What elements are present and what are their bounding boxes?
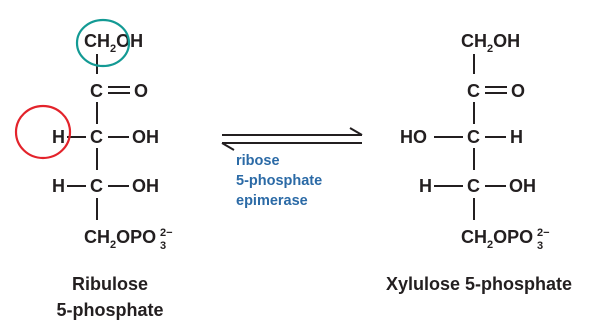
- xylulose-c1-ch2oh: CH2OH: [461, 31, 520, 55]
- ribulose-5-phosphate-structure: CH2OH C O H C OH H C OH CH2OPO 2− 3: [52, 31, 173, 252]
- enzyme-line-1: ribose: [236, 153, 280, 169]
- xylulose-phosphate-charge: 2−: [537, 227, 550, 239]
- ribulose-c4-oh: OH: [132, 176, 159, 196]
- xylulose-c4-carbon: C: [467, 176, 480, 196]
- enzyme-line-3: epimerase: [236, 193, 308, 209]
- highlight-circle-red: [14, 104, 72, 160]
- reverse-arrow-head: [221, 142, 235, 151]
- xylulose-c5-ch2opo3: CH2OPO: [461, 227, 533, 251]
- xylulose-c3-h: H: [510, 127, 523, 147]
- ribulose-c4-h: H: [52, 176, 65, 196]
- ribulose-c2-oxygen: O: [134, 81, 148, 101]
- ribulose-c2-carbon: C: [90, 81, 103, 101]
- ribulose-c1-ch2oh: CH2OH: [84, 31, 143, 55]
- ribulose-name-line-1: Ribulose: [72, 274, 148, 294]
- ribulose-c3-carbon: C: [90, 127, 103, 147]
- ribulose-name-line-2: 5-phosphate: [56, 300, 163, 320]
- xylulose-name: Xylulose 5-phosphate: [386, 274, 572, 294]
- ribulose-c3-oh: OH: [132, 127, 159, 147]
- xylulose-phosphate-subscript: 3: [537, 240, 543, 252]
- xylulose-c2-carbon: C: [467, 81, 480, 101]
- enzyme-line-2: 5-phosphate: [236, 173, 322, 189]
- xylulose-c3-ho: HO: [400, 127, 427, 147]
- ribulose-c5-ch2opo3: CH2OPO: [84, 227, 156, 251]
- highlight-circle-teal: [75, 18, 131, 68]
- ribulose-phosphate-charge: 2−: [160, 227, 173, 239]
- forward-arrow-head: [349, 127, 363, 136]
- ribulose-c4-carbon: C: [90, 176, 103, 196]
- equilibrium-arrows: [221, 127, 363, 151]
- ribulose-c3-h: H: [52, 127, 65, 147]
- xylulose-c2-oxygen: O: [511, 81, 525, 101]
- xylulose-c4-h: H: [419, 176, 432, 196]
- enzyme-label: ribose 5-phosphate epimerase: [236, 153, 322, 209]
- xylulose-c4-oh: OH: [509, 176, 536, 196]
- ribulose-phosphate-subscript: 3: [160, 240, 166, 252]
- xylulose-c3-carbon: C: [467, 127, 480, 147]
- xylulose-5-phosphate-structure: CH2OH C O HO C H H C OH CH2OPO 2− 3: [400, 31, 550, 252]
